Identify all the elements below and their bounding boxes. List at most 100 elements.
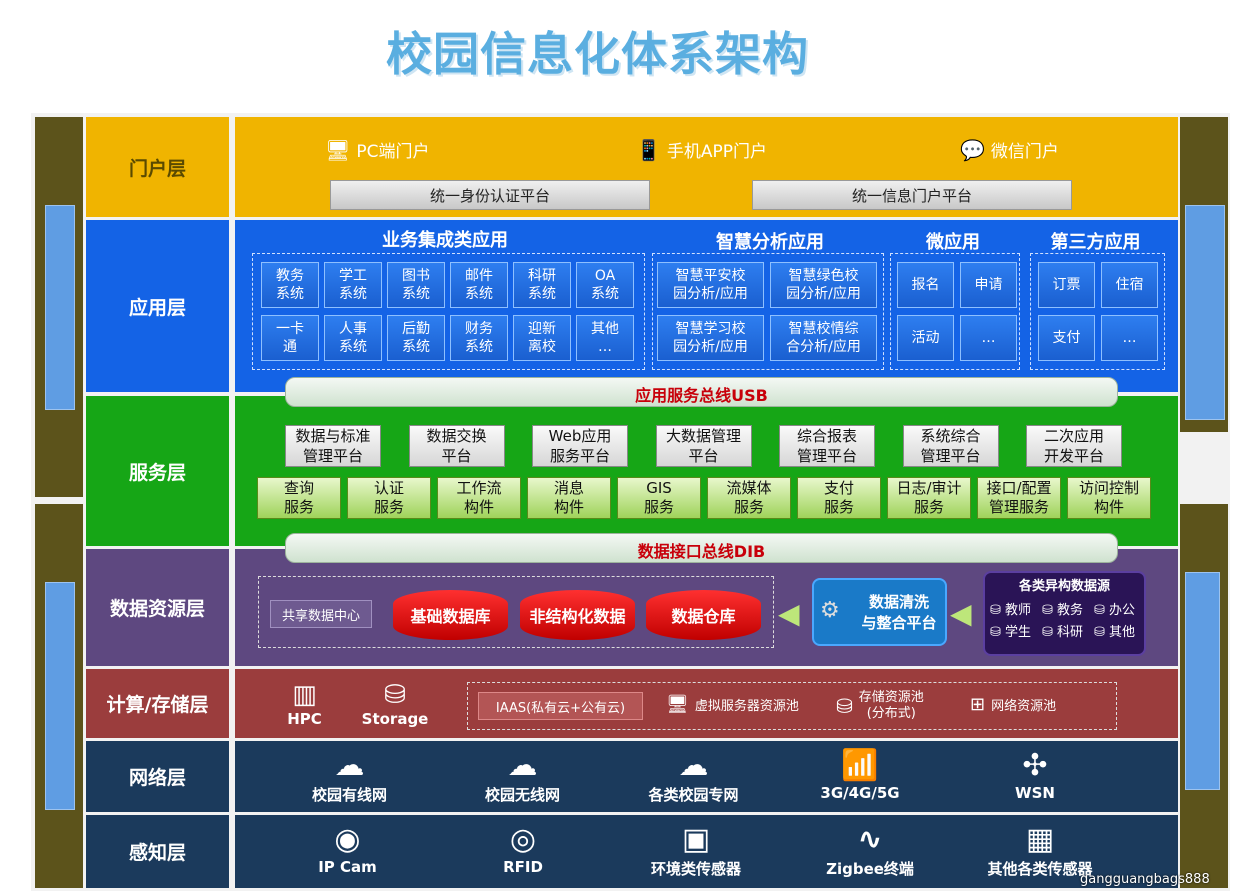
service-component-tile: 访问控制 构件: [1067, 477, 1151, 519]
watermark: gangguangbags888: [1080, 872, 1210, 887]
server-rack-icon: ▥: [292, 680, 317, 710]
service-platform-tile: 数据交换 平台: [408, 425, 505, 467]
wired-network-label: 校园有线网: [311, 786, 387, 804]
micro-apps-title: 微应用: [926, 232, 980, 253]
cloud-icon: ☁: [334, 748, 365, 783]
biz-app-tile: 一卡 通: [261, 315, 319, 361]
zigbee-terminal-label: Zigbee终端: [826, 860, 914, 878]
usb-bus-bar: [285, 377, 1118, 407]
third-party-app-tile: …: [1101, 315, 1158, 361]
biz-apps-group: [252, 253, 645, 370]
mesh-nodes-icon: ✣: [1022, 748, 1048, 783]
biz-app-tile: 财务 系统: [450, 315, 508, 361]
service-component-tile: 流媒体 服务: [707, 477, 791, 519]
source-item: ⛁ 办公: [1094, 603, 1136, 618]
layer-label-network: 网络层: [128, 767, 186, 789]
cloud-resource-group: [467, 682, 1117, 730]
virtual-server-pool: 🖥 虚拟服务器资源池: [666, 694, 799, 715]
unstructured-data: 非结构化数据: [520, 590, 635, 640]
computer-icon: 🖥: [666, 694, 689, 715]
sso-platform: 统一身份认证平台: [330, 180, 650, 210]
mobile-portal-label: 手机APP门户: [666, 142, 768, 162]
storage-pool: ⛁存储资源池 (分布式): [836, 690, 924, 722]
data-cleansing-label: 数据清洗 与整合平台: [861, 593, 937, 632]
biz-app-tile: OA 系统: [576, 262, 634, 308]
storage: ⛁Storage: [360, 680, 430, 728]
ip-cam: ◉IP Cam: [300, 822, 395, 876]
pc-portal: 🖥PC端门户: [325, 137, 430, 163]
dib-bus-bar: [285, 533, 1118, 563]
mobile-network-label: 3G/4G/5G: [820, 784, 900, 802]
right-pillar-top-panel: [1185, 205, 1225, 420]
network-pool: ⊞网络资源池: [970, 694, 1056, 715]
third-party-title: 第三方应用: [1050, 232, 1141, 253]
wechat-icon: 💬: [960, 137, 985, 162]
biz-app-tile: 其他 …: [576, 315, 634, 361]
service-component-tile: 日志/审计 服务: [887, 477, 971, 519]
mobile-portal: 📱手机APP门户: [636, 137, 768, 163]
rfid-icon: ◎: [509, 822, 537, 857]
layer-label-sense: 感知层: [128, 842, 186, 864]
antenna-icon: 📶: [841, 748, 879, 783]
shared-data-group: [258, 576, 774, 648]
data-warehouse: 数据仓库: [646, 590, 761, 640]
storage-label: Storage: [361, 710, 429, 728]
signal-wave-icon: ∿: [857, 822, 883, 857]
phone-icon: 📱: [636, 137, 661, 162]
source-item: ⛁ 教师: [990, 603, 1032, 618]
virtual-server-pool-label: 虚拟服务器资源池: [694, 699, 799, 714]
service-component-tile: GIS 服务: [617, 477, 701, 519]
arrow-left-icon-2: ◀: [950, 597, 972, 630]
data-cleansing-platform: [812, 578, 947, 646]
network-layer-band: [86, 741, 1178, 812]
mobile-network: 📶3G/4G/5G: [805, 748, 915, 802]
third-party-group: [1030, 253, 1165, 370]
sensor-device-icon: ▣: [681, 822, 711, 857]
service-component-tile: 查询 服务: [257, 477, 341, 519]
service-component-tile: 接口/配置 管理服务: [977, 477, 1061, 519]
other-sensors-label: 其他各类传感器: [987, 860, 1093, 878]
service-component-tile: 工作流 构件: [437, 477, 521, 519]
wsn-network: ✣WSN: [990, 748, 1080, 802]
source-item: ⛁ 科研: [1042, 625, 1084, 640]
database-icon: ⛁: [384, 680, 406, 710]
layer-label-portal: 门户层: [128, 157, 186, 180]
layer-label-service: 服务层: [128, 461, 186, 484]
iaas-label: IAAS(私有云+公有云): [478, 692, 643, 720]
biz-app-tile: 图书 系统: [387, 262, 445, 308]
biz-app-tile: 迎新 离校: [513, 315, 571, 361]
private-cloud-icon: ☁: [678, 748, 709, 783]
biz-app-tile: 人事 系统: [324, 315, 382, 361]
wifi-cloud-icon: ☁: [507, 748, 538, 783]
service-component-tile: 消息 构件: [527, 477, 611, 519]
webcam-icon: ◉: [334, 822, 361, 857]
analysis-apps-group: [652, 253, 884, 370]
source-item: ⛁ 学生: [990, 625, 1032, 640]
service-platform-tile: 数据与标准 管理平台: [285, 425, 381, 467]
label-divider: [229, 117, 235, 888]
analysis-app-tile: 智慧学习校 园分析/应用: [657, 315, 764, 361]
rfid: ◎RFID: [478, 822, 568, 876]
analysis-app-tile: 智慧校情综 合分析/应用: [770, 315, 877, 361]
analysis-app-tile: 智慧平安校 园分析/应用: [657, 262, 764, 308]
network-pool-label: 网络资源池: [991, 699, 1057, 714]
wsn-network-label: WSN: [1015, 784, 1055, 802]
service-platform-tile: 系统综合 管理平台: [902, 425, 999, 467]
third-party-app-tile: 订票: [1038, 262, 1095, 308]
sources-title: 各类异构数据源: [1018, 579, 1110, 594]
layer-label-app: 应用层: [128, 296, 186, 319]
storage-pool-label: 存储资源池 (分布式): [858, 690, 924, 721]
biz-app-tile: 教务 系统: [261, 262, 319, 308]
service-platform-tile: 综合报表 管理平台: [779, 425, 875, 467]
service-platform-tile: Web应用 服务平台: [532, 425, 628, 467]
ip-cam-label: IP Cam: [318, 858, 377, 876]
right-pillar-bottom-panel: [1185, 572, 1220, 790]
info-portal-platform: 统一信息门户平台: [752, 180, 1072, 210]
left-pillar-top-panel: [45, 205, 75, 410]
biz-app-tile: 后勤 系统: [387, 315, 445, 361]
monitor-icon: 🖥: [325, 137, 351, 162]
service-platform-tile: 二次应用 开发平台: [1026, 425, 1122, 467]
arrow-left-icon: ◀: [778, 597, 800, 630]
service-component-tile: 认证 服务: [347, 477, 431, 519]
basic-database: 基础数据库: [393, 590, 508, 640]
